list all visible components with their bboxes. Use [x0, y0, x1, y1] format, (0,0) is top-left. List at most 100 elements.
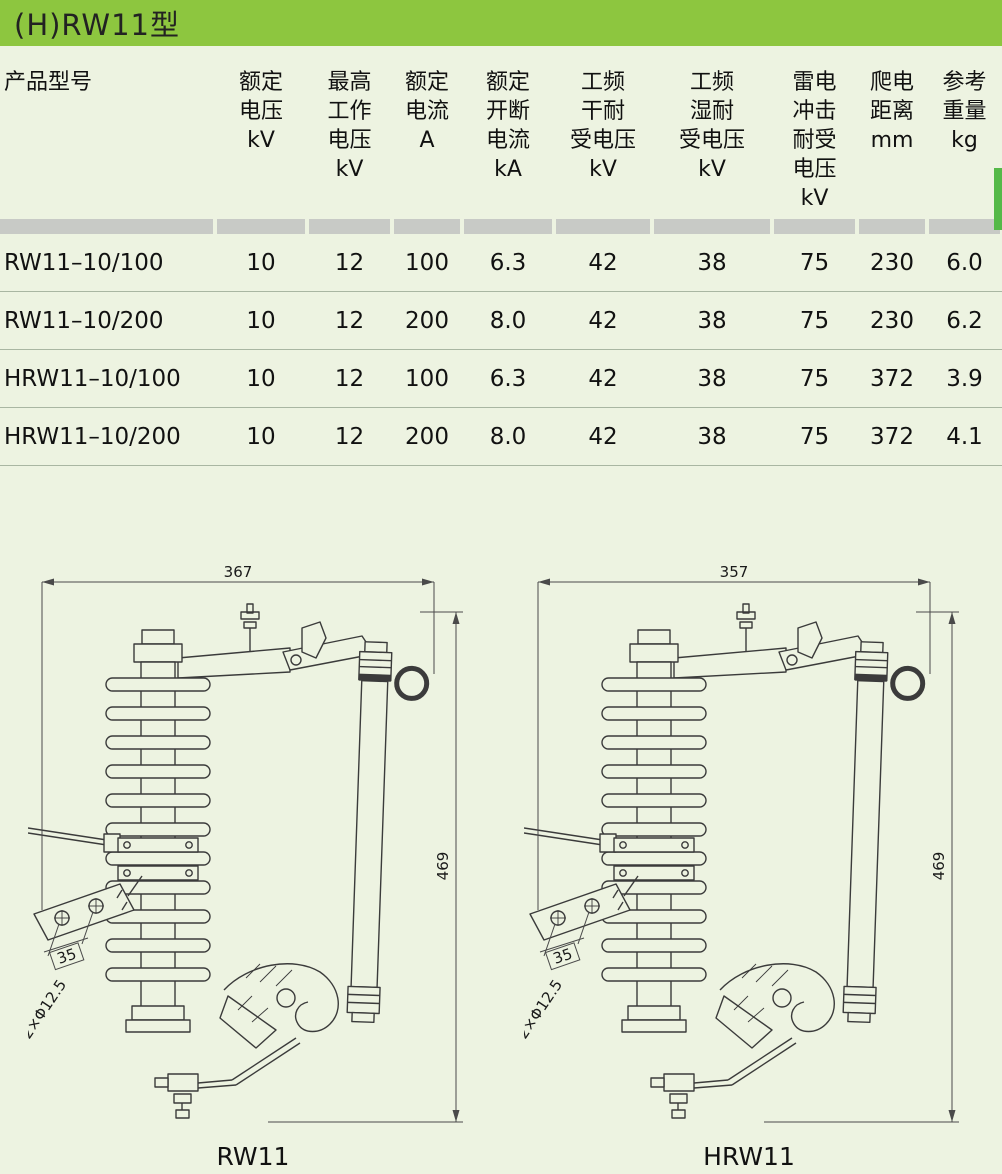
drawings-section: 367 469 35 2×Φ12.5	[0, 563, 1002, 1172]
width-dimension-label: 367	[224, 566, 253, 581]
cell-value: 75	[772, 234, 857, 293]
cell-value: 12	[307, 234, 392, 293]
cell-value: 6.0	[927, 234, 1002, 293]
cell-value: 200	[392, 407, 462, 467]
fuse-tube	[842, 641, 926, 1024]
fuse-cutout	[523, 603, 926, 1119]
cell-model: HRW11–10/100	[0, 349, 215, 409]
separator-band-segment	[654, 219, 770, 235]
cell-value: 12	[307, 349, 392, 409]
col-header-impulse-withstand-voltage: 雷电 冲击 耐受 电压 kV	[792, 70, 837, 212]
separator-band-segment	[859, 219, 925, 235]
col-header-rated-current: 额定 电流 A	[404, 70, 449, 154]
table-header-row: 产品型号 额定 电压 kV 最高 工作 电压 kV 额定 电流 A 额定 开断 …	[0, 56, 1002, 219]
insulator	[105, 629, 211, 1021]
page-title: (H)RW11型	[14, 8, 180, 42]
upper-bracket	[673, 603, 871, 679]
drawing-caption: RW11	[216, 1142, 290, 1172]
height-dimension-label: 469	[434, 852, 452, 881]
cell-value: 230	[857, 291, 927, 351]
table-separator-band	[0, 219, 1002, 235]
cell-value: 6.3	[462, 234, 554, 293]
cell-model: RW11–10/200	[0, 291, 215, 351]
separator-band-segment	[464, 219, 552, 235]
page-header: (H)RW11型	[0, 0, 1002, 46]
bottom-terminal	[154, 1037, 301, 1119]
lower-contact-hook	[621, 963, 835, 1049]
cell-value: 6.2	[927, 291, 1002, 351]
separator-band-segment	[929, 219, 1000, 235]
hole-spacing-label: 35	[55, 945, 79, 968]
dimension-annotations: 367 469	[41, 563, 463, 1123]
col-header-reference-weight: 参考 重量 kg	[942, 70, 987, 154]
cell-value: 372	[857, 349, 927, 409]
cell-value: 42	[554, 407, 652, 467]
fuse-cutout-drawing: 357 469 35 2×Φ12.5	[514, 563, 959, 1123]
separator-band-segment	[0, 219, 213, 235]
side-tab	[994, 168, 1002, 230]
table-row: RW11–10/200 10 12 200 8.0 42 38 75 230 6…	[0, 291, 1002, 351]
cell-value: 8.0	[462, 291, 554, 351]
col-header-creepage-distance: 爬电 距离 mm	[869, 70, 914, 154]
cell-value: 100	[392, 349, 462, 409]
separator-band-segment	[309, 219, 390, 235]
cell-value: 38	[652, 407, 772, 467]
cell-value: 75	[772, 349, 857, 409]
cell-value: 100	[392, 234, 462, 293]
cell-value: 200	[392, 291, 462, 351]
cell-value: 372	[857, 407, 927, 467]
cell-value: 230	[857, 234, 927, 293]
hole-diameter-label: 2×Φ12.5	[28, 976, 70, 1042]
col-header-max-working-voltage: 最高 工作 电压 kV	[327, 70, 372, 183]
height-dimension-label: 469	[930, 852, 948, 881]
col-header-rated-voltage: 额定 电压 kV	[238, 70, 283, 154]
hole-diameter-label: 2×Φ12.5	[524, 976, 566, 1042]
hole-spacing-label: 35	[551, 945, 575, 968]
cell-value: 42	[554, 291, 652, 351]
drawing-figure-0: 367 469 35 2×Φ12.5	[18, 563, 478, 1172]
insulator	[601, 629, 707, 1021]
lift-eye-ring	[394, 666, 430, 702]
cell-value: 6.3	[462, 349, 554, 409]
mounting-bracket	[33, 875, 143, 941]
cell-value: 12	[307, 407, 392, 467]
separator-band-segment	[556, 219, 650, 235]
cell-value: 10	[215, 407, 307, 467]
col-header-product-model: 产品型号	[4, 70, 93, 95]
cell-value: 10	[215, 291, 307, 351]
drawing-figure-1: 357 469 35 2×Φ12.5	[514, 563, 974, 1172]
bottom-terminal	[650, 1037, 797, 1119]
mounting-clamp	[523, 827, 695, 881]
fuse-cutout-drawing: 367 469 35 2×Φ12.5	[18, 563, 463, 1123]
col-header-dry-withstand-voltage: 工频 干耐 受电压 kV	[569, 70, 636, 183]
cell-value: 10	[215, 234, 307, 293]
fuse-cutout	[27, 603, 430, 1119]
width-dimension-label: 357	[720, 566, 749, 581]
fuse-tube	[346, 641, 430, 1024]
dimension-annotations: 357 469	[537, 563, 959, 1123]
cell-value: 38	[652, 234, 772, 293]
mounting-clamp	[27, 827, 199, 881]
cell-value: 75	[772, 291, 857, 351]
col-header-breaking-current: 额定 开断 电流 kA	[485, 70, 530, 183]
separator-band-segment	[217, 219, 305, 235]
cell-value: 8.0	[462, 407, 554, 467]
cell-model: HRW11–10/200	[0, 407, 215, 467]
cell-value: 10	[215, 349, 307, 409]
cell-value: 38	[652, 291, 772, 351]
table-row: RW11–10/100 10 12 100 6.3 42 38 75 230 6…	[0, 234, 1002, 293]
separator-band-segment	[774, 219, 855, 235]
cell-value: 12	[307, 291, 392, 351]
cell-value: 4.1	[927, 407, 1002, 467]
separator-band-segment	[394, 219, 460, 235]
mounting-bracket	[529, 875, 639, 941]
table-row: HRW11–10/200 10 12 200 8.0 42 38 75 372 …	[0, 407, 1002, 467]
table-row: HRW11–10/100 10 12 100 6.3 42 38 75 372 …	[0, 349, 1002, 409]
cell-value: 3.9	[927, 349, 1002, 409]
drawing-caption: HRW11	[703, 1142, 795, 1172]
cell-value: 38	[652, 349, 772, 409]
cell-model: RW11–10/100	[0, 234, 215, 293]
lift-eye-ring	[890, 666, 926, 702]
cell-value: 75	[772, 407, 857, 467]
spec-table: 产品型号 额定 电压 kV 最高 工作 电压 kV 额定 电流 A 额定 开断 …	[0, 56, 1002, 467]
